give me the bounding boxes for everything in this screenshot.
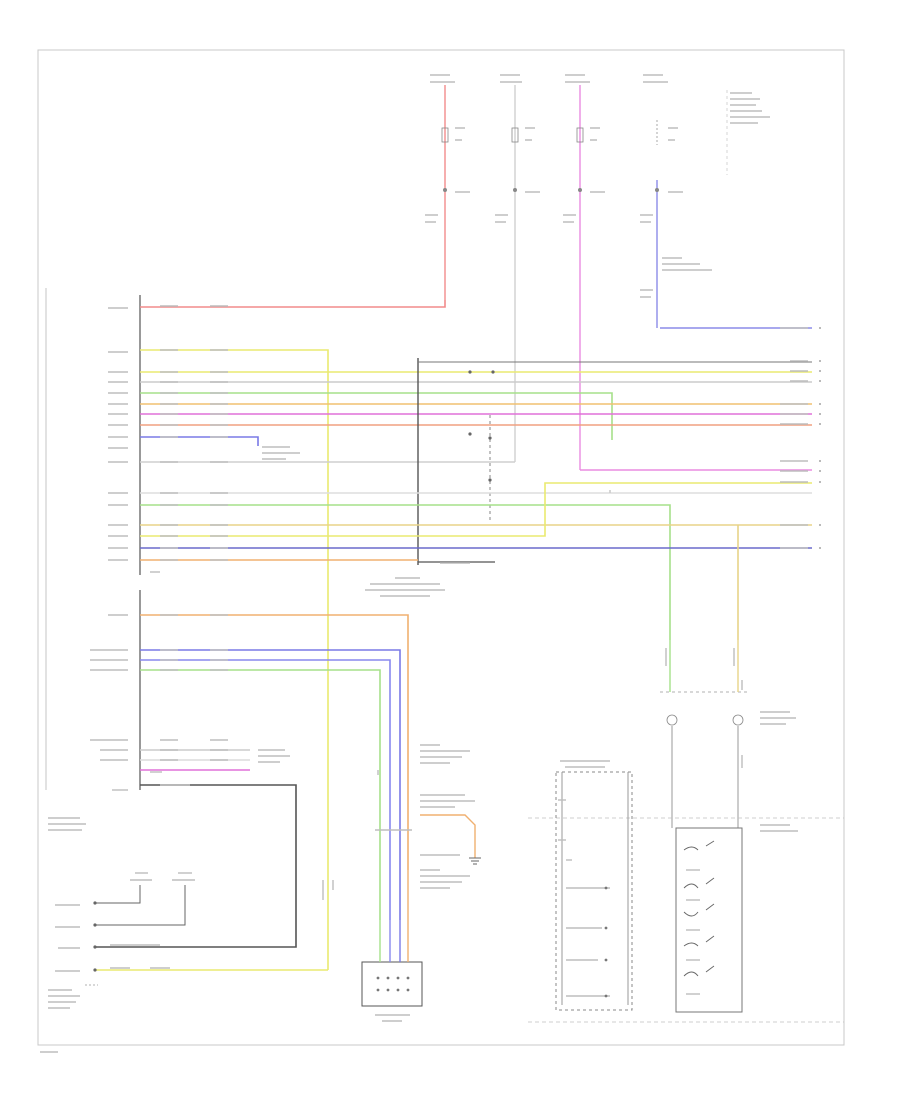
splice-bus [417,358,812,565]
clockspring-labels [560,711,798,832]
steering-wheel-switch-module [675,827,743,1013]
ground-icon [469,857,481,865]
fuse-column-3 [576,85,584,470]
module-wires-bottom [95,614,409,948]
module-pin-labels-upper [108,305,300,573]
ground-wire [420,814,476,858]
diagram-frame [37,49,845,1046]
fuse-column-1 [441,85,449,300]
right-wire-tags [780,327,808,549]
module-wires-upper [140,300,812,970]
module-wires-lower [140,482,812,640]
fuse-column-4 [655,120,659,328]
steering-switch-group [85,885,328,986]
external-keypad [555,771,633,1011]
sensor-connector [361,870,423,1022]
clockspring-connector [660,640,750,828]
module-pin-labels-lower [48,614,290,831]
splice-labels [365,562,470,597]
right-wire-terminals [819,327,821,549]
clockspring-wire-tags [322,648,743,900]
fuse-labels [425,74,770,298]
sensor-splice-notes [375,744,475,889]
steering-switch-labels [40,872,195,1053]
fuse-column-2 [511,85,519,462]
